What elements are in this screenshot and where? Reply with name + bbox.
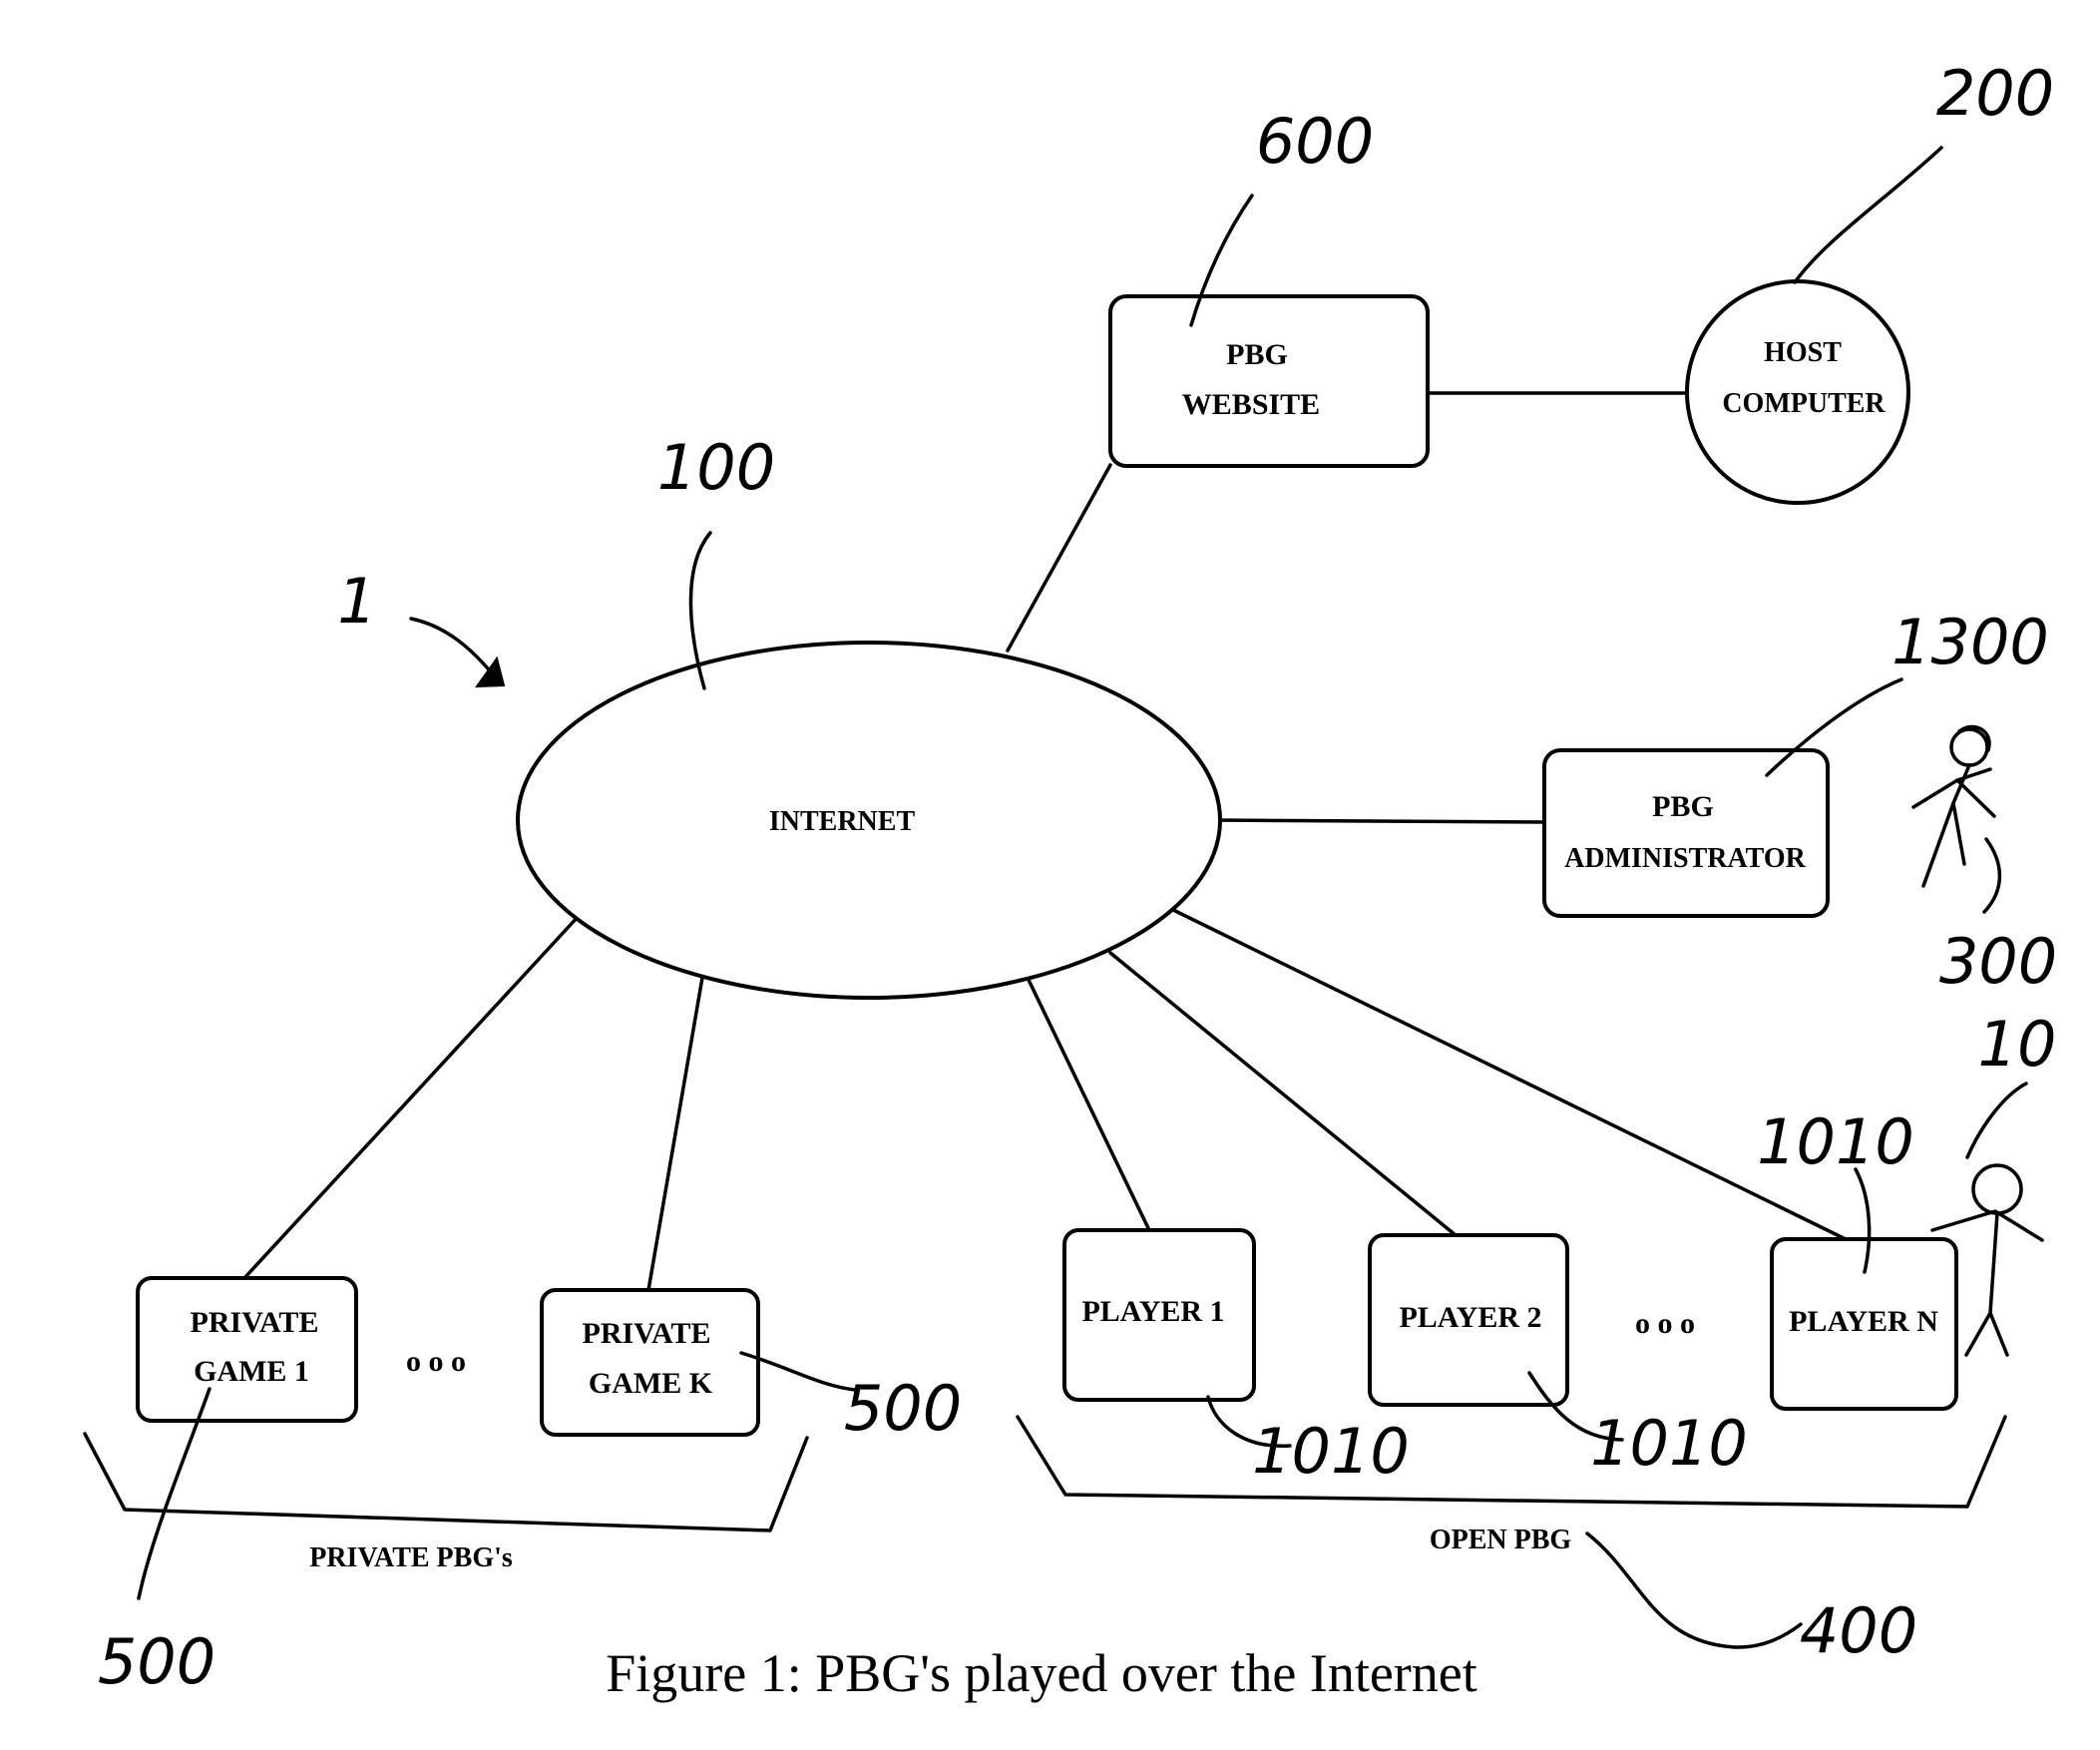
internet-label: INTERNET bbox=[769, 806, 916, 837]
host-computer-node: HOST COMPUTER bbox=[1687, 281, 1908, 503]
pbg-website-node: PBG WEBSITE bbox=[1110, 296, 1428, 466]
host-computer-label-line1: HOST bbox=[1764, 337, 1842, 368]
ref-500-game-k: 500 bbox=[844, 1372, 962, 1445]
ref-10: 10 bbox=[1978, 1008, 2057, 1081]
player-2-label: PLAYER 2 bbox=[1399, 1301, 1541, 1334]
player-1-node: PLAYER 1 bbox=[1064, 1230, 1254, 1400]
player-n-node: PLAYER N bbox=[1772, 1239, 1956, 1409]
administrator-person-icon bbox=[1913, 726, 1994, 886]
link-internet-private-game-1 bbox=[244, 916, 579, 1278]
ref-1300: 1300 bbox=[1891, 606, 2049, 678]
link-internet-player-n bbox=[1173, 910, 1846, 1239]
ref-200: 200 bbox=[1936, 57, 2054, 130]
private-group-bracket bbox=[85, 1434, 807, 1531]
open-group-bracket bbox=[1018, 1417, 2005, 1507]
open-group-label: OPEN PBG bbox=[1430, 1525, 1572, 1555]
player-2-node: PLAYER 2 bbox=[1370, 1235, 1567, 1405]
ref-100: 100 bbox=[657, 431, 775, 504]
link-internet-website bbox=[1008, 465, 1110, 651]
private-game-1-label-line2: GAME 1 bbox=[194, 1355, 309, 1388]
private-game-k-node: PRIVATE GAME K bbox=[542, 1290, 758, 1435]
private-game-k-label-line1: PRIVATE bbox=[583, 1317, 711, 1350]
private-game-k-label-line2: GAME K bbox=[589, 1367, 713, 1400]
link-internet-private-game-k bbox=[648, 972, 703, 1290]
player-1-label: PLAYER 1 bbox=[1081, 1295, 1224, 1328]
ref-300: 300 bbox=[1939, 925, 2057, 998]
pbg-administrator-node: PBG ADMINISTRATOR bbox=[1544, 750, 1828, 916]
ref-1010-player-2: 1010 bbox=[1590, 1407, 1748, 1480]
private-group-label: PRIVATE PBG's bbox=[309, 1542, 513, 1573]
system-arrow-icon bbox=[411, 619, 504, 686]
pbg-website-label-line2: WEBSITE bbox=[1182, 388, 1320, 421]
private-game-1-node: PRIVATE GAME 1 bbox=[138, 1278, 356, 1421]
ref-400: 400 bbox=[1800, 1594, 1917, 1667]
leader-200 bbox=[1795, 148, 1941, 282]
private-game-1-box bbox=[138, 1278, 356, 1421]
pbg-website-label-line1: PBG bbox=[1226, 338, 1288, 371]
ref-600: 600 bbox=[1256, 105, 1374, 178]
ref-1010-player-1: 1010 bbox=[1252, 1415, 1410, 1488]
private-games-ellipsis: o o o bbox=[406, 1345, 466, 1378]
host-computer-label-line2: COMPUTER bbox=[1722, 388, 1886, 419]
pbg-administrator-label-line1: PBG bbox=[1652, 790, 1714, 823]
internet-node: INTERNET bbox=[518, 643, 1220, 998]
private-game-1-label-line1: PRIVATE bbox=[191, 1306, 319, 1339]
ref-1: 1 bbox=[337, 565, 376, 638]
players-ellipsis: o o o bbox=[1635, 1307, 1695, 1340]
pbg-administrator-box bbox=[1544, 750, 1828, 916]
link-internet-player-1 bbox=[1028, 978, 1149, 1230]
player-n-label: PLAYER N bbox=[1789, 1305, 1938, 1338]
link-internet-administrator bbox=[1213, 820, 1544, 822]
ref-500-game-1: 500 bbox=[98, 1625, 215, 1698]
pbg-website-box bbox=[1110, 296, 1428, 466]
pbg-administrator-label-line2: ADMINISTRATOR bbox=[1564, 843, 1806, 874]
leader-400 bbox=[1587, 1533, 1801, 1647]
leader-300 bbox=[1984, 839, 1999, 912]
figure-caption: Figure 1: PBG's played over the Internet bbox=[606, 1643, 1477, 1703]
leader-10 bbox=[1967, 1084, 2026, 1157]
private-game-k-box bbox=[542, 1290, 758, 1435]
link-internet-player-2 bbox=[1110, 953, 1456, 1235]
ref-1010-player-n: 1010 bbox=[1757, 1105, 1914, 1178]
